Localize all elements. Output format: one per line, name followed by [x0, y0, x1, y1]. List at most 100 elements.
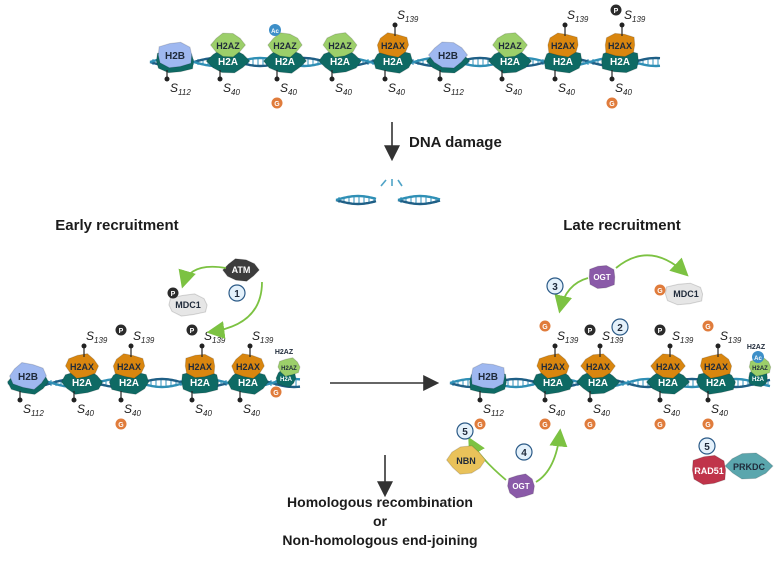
acetyl-mark-icon [269, 24, 281, 36]
serine-site-label: S139 [133, 329, 155, 345]
serine-site-label: S112 [443, 81, 464, 97]
site-dot [247, 343, 253, 349]
h2ax-label: H2AX [381, 41, 405, 51]
phospho-mark-label: P [171, 291, 176, 298]
serine-site-label: S40 [335, 81, 352, 97]
glyco-mark-label: G [657, 422, 663, 429]
serine-site-label: S139 [624, 8, 646, 24]
glyco-mark-label: G [477, 422, 483, 429]
ogt-to-mdc1-arrow [615, 254, 689, 277]
glyco-mark-icon [270, 386, 282, 398]
h2ax-label: H2AX [586, 362, 610, 372]
step-5-badge-right [698, 437, 716, 455]
site-dot [609, 76, 615, 82]
h2ax-histone [536, 353, 570, 379]
h2ax-label: H2AX [541, 362, 565, 372]
mdc1-to-chromatin-arrow [206, 281, 263, 339]
h2b-label: H2B [478, 372, 498, 383]
serine-site-label: S40 [663, 402, 680, 418]
site-dot [657, 397, 663, 403]
serine-site-label: S40 [505, 81, 522, 97]
glyco-mark-icon [606, 97, 618, 109]
serine-site-label: S139 [86, 329, 108, 345]
phospho-mark-icon [610, 4, 622, 16]
glyco-mark-label: G [705, 324, 711, 331]
site-dot [81, 343, 87, 349]
h2ax-label: H2AX [70, 362, 94, 372]
glyco-mark-label: G [542, 422, 548, 429]
serine-site-label: S40 [124, 402, 141, 418]
h2ax-histone [376, 32, 410, 58]
atm-protein [222, 258, 260, 282]
h2ax-label: H2AX [117, 362, 141, 372]
h2ax-label: H2AX [704, 362, 728, 372]
ogt-to-h2a-arrow [535, 428, 568, 483]
acetyl-mark-label: Ac [271, 29, 279, 35]
glyco-mark-label: G [273, 390, 279, 397]
h2az-histone [492, 32, 528, 58]
serine-site-label: S40 [243, 402, 260, 418]
step-4-badge [515, 443, 533, 461]
h2az-label: H2AZ [273, 41, 297, 51]
phospho-mark-icon [654, 324, 666, 336]
h2az-histone [209, 32, 247, 58]
glyco-mark-icon [584, 418, 596, 430]
h2az-label: H2AZ [281, 366, 297, 372]
h2az-tag-label: H2AZ [275, 349, 294, 356]
glyco-mark-label: G [542, 324, 548, 331]
h2ax-histone [112, 353, 146, 379]
h2a-label: H2A [190, 378, 210, 389]
outcome-or: or [373, 513, 388, 529]
site-dot [597, 343, 603, 349]
atm-label: ATM [232, 265, 251, 275]
broken-dna-left [335, 194, 377, 206]
mdc1-label: MDC1 [175, 300, 201, 310]
h2ax-histone [580, 353, 616, 379]
serine-site-label: S40 [558, 81, 575, 97]
phospho-mark-label: P [119, 328, 124, 335]
h2b-label: H2B [165, 51, 185, 62]
step-2-label: 2 [617, 323, 623, 334]
h2a-label: H2A [330, 57, 350, 68]
phospho-mark-icon [186, 324, 198, 336]
dna-damage-label: DNA damage [409, 134, 502, 151]
glyco-mark-icon [539, 320, 551, 332]
h2ax-label: H2AX [188, 362, 212, 372]
h2b-histone [427, 41, 469, 69]
ogt-label-top: OGT [593, 273, 610, 282]
glyco-mark-icon [271, 97, 283, 109]
glyco-mark-label: G [587, 422, 593, 429]
h2az-histone [267, 32, 303, 58]
mdc1-protein [168, 293, 208, 317]
h2az-label: H2AZ [328, 41, 352, 51]
glyco-mark-icon [539, 418, 551, 430]
serine-site-label: S40 [711, 402, 728, 418]
h2a-label: H2A [553, 57, 573, 68]
h2a-label: H2A [543, 378, 563, 389]
glyco-mark-icon [474, 418, 486, 430]
phospho-mark-label: P [190, 328, 195, 335]
glyco-mark-label: G [609, 101, 615, 108]
h2b-histone [9, 361, 47, 391]
site-dot [199, 343, 205, 349]
site-dot [189, 397, 195, 403]
site-dot [587, 397, 593, 403]
h2ax-histone [547, 32, 579, 58]
h2b-histone [157, 41, 193, 69]
serine-site-label: S40 [77, 402, 94, 418]
site-dot [705, 397, 711, 403]
h2a-label: H2A [218, 57, 238, 68]
step-5-badge-left [456, 422, 474, 440]
diagram-layer: H2AH2BS112H2AH2AZS40H2AH2AZS40AcGH2AH2AZ… [6, 4, 774, 499]
serine-site-label: S139 [252, 329, 274, 345]
atm-to-mdc1-arrow [178, 265, 227, 289]
dna-strand [335, 198, 377, 206]
site-dot [71, 397, 77, 403]
glyco-mark-icon [702, 418, 714, 430]
glyco-mark-label: G [118, 422, 124, 429]
h2ax-histone [231, 353, 265, 379]
ogt-to-h2ax-arrow [554, 277, 589, 314]
site-dot [17, 397, 23, 403]
h2b-label: H2B [438, 51, 458, 62]
phospho-mark-icon [167, 287, 179, 299]
